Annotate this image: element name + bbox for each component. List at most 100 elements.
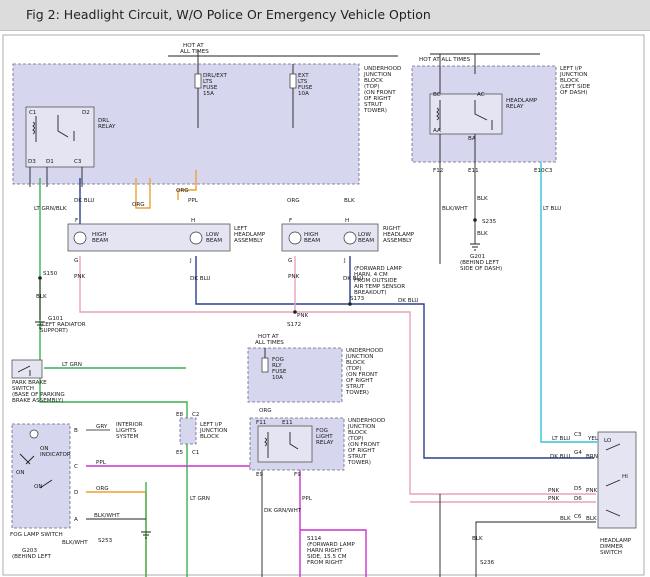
underhood-junction-block-2 [247, 347, 343, 403]
ground-g101 [35, 321, 45, 329]
label-lip2-2: JUNCTION [199, 428, 228, 434]
label-low-beam-l: LOW [206, 232, 219, 238]
park-brake-switch [11, 359, 43, 379]
label-lt-grn-blk: LT GRN/BLK [34, 206, 67, 212]
label-c3a: C3 [74, 159, 82, 165]
label-ujb7: STRUT [364, 102, 383, 108]
label-bc: BC [433, 92, 441, 98]
label-d5: D5 [574, 486, 582, 492]
label-lip4: (LEFT SIDE [560, 84, 591, 90]
label-s114-3: HARN RIGHT [307, 548, 343, 554]
label-c2: C2 [192, 412, 199, 418]
label-hds1: HEADLAMP [600, 538, 632, 544]
label-blk-c: BLK [344, 198, 355, 204]
label-blk-wht-b: BLK/WHT [94, 513, 120, 519]
drl-relay-coil [32, 115, 75, 142]
fog-switch-contact [39, 479, 53, 489]
label-ppl-b: PPL [302, 496, 313, 502]
label-hot2: HOT AT ALL TIMES [419, 57, 471, 63]
wiring-diagram: HOT AT ALL TIMES DRL/EXT LTS FUSE 15A EX… [2, 34, 645, 577]
label-a-a: A [74, 517, 78, 523]
left-low-beam-bulb [189, 231, 203, 245]
ppl-wire-2 [300, 529, 367, 577]
label-drl-relay2: RELAY [98, 124, 116, 130]
label-brn: BRN [586, 454, 598, 460]
label-f12: F12 [433, 168, 443, 174]
label-ujb3-7: STRUT [348, 454, 367, 460]
dimmer-contacts [605, 443, 621, 517]
label-lha3: ASSEMBLY [234, 238, 263, 244]
label-ujb3-5: (ON FRONT [348, 442, 380, 448]
label-blk-b: BLK [477, 231, 488, 237]
label-pnk-a: PNK [74, 274, 86, 280]
label-s114-5: FROM RIGHT [307, 560, 343, 566]
label-dk-blu-e: DK BLU [550, 454, 571, 460]
label-dk-grn-wht: DK GRN/WHT [264, 508, 302, 514]
left-ip-junction-block-2 [179, 417, 197, 445]
label-lha1: LEFT [234, 226, 248, 232]
ground-g201 [470, 243, 480, 251]
label-low-beam-r2: BEAM [358, 238, 374, 244]
label-lha2: HEADLAMP [234, 232, 266, 238]
label-f-b: F [289, 218, 292, 224]
label-e10: E10 [534, 168, 545, 174]
label-fwd1: (FORWARD LAMP [354, 266, 402, 272]
label-hl-relay2: RELAY [506, 104, 524, 110]
label-lt-grn-a: LT GRN [62, 362, 82, 368]
label-pnk-d: PNK [548, 488, 560, 494]
label-s173: S173 [350, 296, 365, 302]
hot-bus-2 [430, 53, 540, 94]
diagram-frame [2, 34, 645, 576]
label-pbs4: BRAKE ASSEMBLY) [12, 398, 63, 404]
label-ext-fuse3: FUSE [298, 85, 313, 91]
label-e9: E9 [256, 472, 264, 478]
label-ujb3-1: UNDERHOOD [348, 418, 385, 424]
label-hi: HI [622, 474, 628, 480]
labels-left-bottom: LT GRN PARK BRAKE SWITCH (BASE OF PARKIN… [10, 362, 228, 560]
label-ujb3-6: OF RIGHT [348, 448, 375, 454]
label-dk-blu-c: DK BLU [343, 276, 364, 282]
label-on-b: ON [34, 484, 43, 490]
label-s150: S150 [43, 271, 58, 277]
label-org-a: ORG [132, 202, 145, 208]
label-pnk-e: PNK [586, 488, 598, 494]
label-fwd5: BREAKOUT) [354, 290, 387, 296]
label-yel: YEL [587, 436, 599, 442]
label-rha3: ASSEMBLY [383, 238, 412, 244]
label-low-beam-r: LOW [358, 232, 371, 238]
label-on-ind1: ON [40, 446, 49, 452]
label-c6: C6 [574, 514, 582, 520]
label-ppl-a: PPL [188, 198, 199, 204]
label-ppl-c: PPL [96, 460, 107, 466]
label-pnk-f: PNK [548, 496, 560, 502]
label-blk-d: BLK [560, 516, 571, 522]
label-hot3: HOT AT [258, 334, 279, 340]
label-f-a: F [75, 218, 78, 224]
ext-fuse [289, 73, 297, 89]
label-low-beam-l2: BEAM [206, 238, 222, 244]
left-headlamp-assembly [67, 223, 231, 252]
label-aa: AA [433, 128, 441, 134]
label-lo: LO [604, 438, 612, 444]
label-fls: FOG LAMP SWITCH [10, 532, 63, 538]
label-ujb1: UNDERHOOD [364, 66, 401, 72]
headlamp-relay [429, 93, 503, 135]
labels-fog-block: HOT AT ALL TIMES FOG RLY FUSE 10A UNDERH… [255, 334, 385, 566]
labels-top-right: HOT AT ALL TIMES BC AC AA BA HEADLAMP RE… [419, 57, 591, 272]
label-f11: F11 [256, 420, 267, 426]
label-blk-a: BLK [477, 196, 488, 202]
label-dk-blu-d: DK BLU [398, 298, 419, 304]
splice-s150 [38, 276, 42, 280]
label-c1b: C1 [192, 450, 200, 456]
label-g4: G4 [574, 450, 582, 456]
dk-blu-wire-2 [195, 256, 350, 305]
label-on-ind2: INDICATOR [40, 452, 71, 458]
label-blk-wht-a: BLK/WHT [442, 206, 468, 212]
label-drl-fuse2: LTS [203, 79, 213, 85]
label-e8: E8 [176, 412, 184, 418]
label-org-c: ORG [287, 198, 300, 204]
drl-relay [25, 106, 95, 168]
label-g201: G201 [470, 254, 485, 260]
label-hds2: DIMMER [600, 544, 623, 550]
fog-relay-coil [264, 432, 299, 458]
